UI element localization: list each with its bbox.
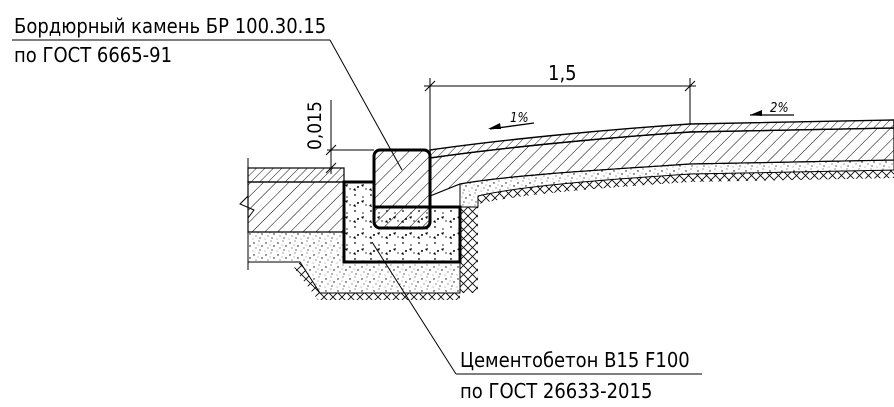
slope-label-2: 2%: [770, 101, 789, 116]
dimension-step-height-label: 0,015: [304, 101, 326, 150]
sidewalk-soil: [478, 170, 894, 204]
road-soil: [294, 262, 460, 300]
break-line: [239, 158, 255, 270]
dimension-sidewalk-width: [424, 78, 696, 150]
slope-label-1: 1%: [510, 111, 529, 126]
base-soil-right: [460, 207, 478, 293]
slope-arrow-1: [488, 122, 535, 130]
curb-callout-leader: [12, 39, 403, 171]
base-callout-line1: Цементобетон В15 F100: [460, 348, 690, 372]
curb-callout-line2: по ГОСТ 6665-91: [14, 43, 172, 67]
curb-stone: [372, 148, 432, 230]
curb-callout-line1: Бордюрный камень БР 100.30.15: [14, 14, 326, 38]
base-callout-line2: по ГОСТ 26633-2015: [460, 379, 652, 403]
slope-arrow-2: [750, 110, 794, 116]
dimension-sidewalk-width-label: 1,5: [548, 61, 577, 85]
sidewalk-structure: [429, 119, 894, 208]
dimension-step-height: [325, 100, 374, 174]
road-base-layer: [247, 181, 345, 233]
base-callout-leader: [371, 241, 702, 375]
